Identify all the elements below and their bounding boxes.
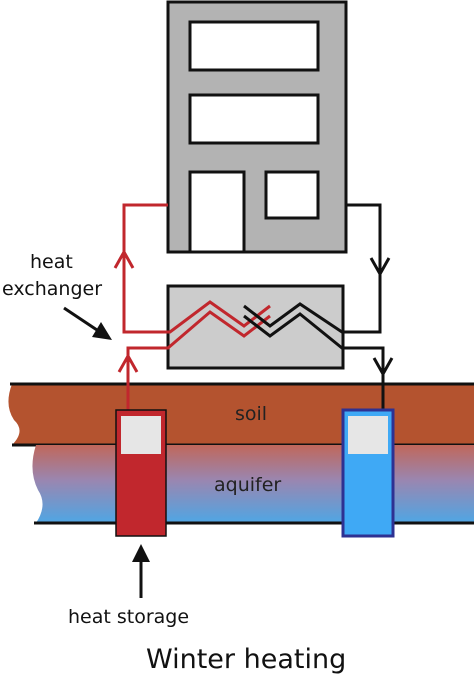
aquifer-label: aquifer [214, 474, 281, 496]
warm-flow-arrow-lower [117, 352, 139, 373]
heat-exchanger-label-line1: heat [30, 251, 73, 273]
cold-pipe [243, 203, 385, 410]
building-window-middle [188, 93, 320, 145]
warm-flow-arrow-upper [113, 248, 135, 269]
heat-exchanger-pointer [63, 306, 112, 340]
heat-storage-label: heat storage [68, 606, 189, 628]
soil-label: soil [235, 403, 267, 425]
heat-exchanger-label-line2: exchanger [2, 278, 102, 300]
building-door [188, 170, 246, 254]
warm-well [115, 409, 167, 537]
cold-flow-arrow-upper [369, 257, 391, 278]
building-window-top [188, 20, 320, 72]
cold-flow-arrow-lower [372, 357, 394, 378]
heat-storage-pointer [132, 544, 150, 598]
cold-well [341, 408, 395, 538]
building-window-small [264, 170, 320, 220]
building [166, 0, 348, 254]
diagram-title: Winter heating [146, 644, 346, 675]
